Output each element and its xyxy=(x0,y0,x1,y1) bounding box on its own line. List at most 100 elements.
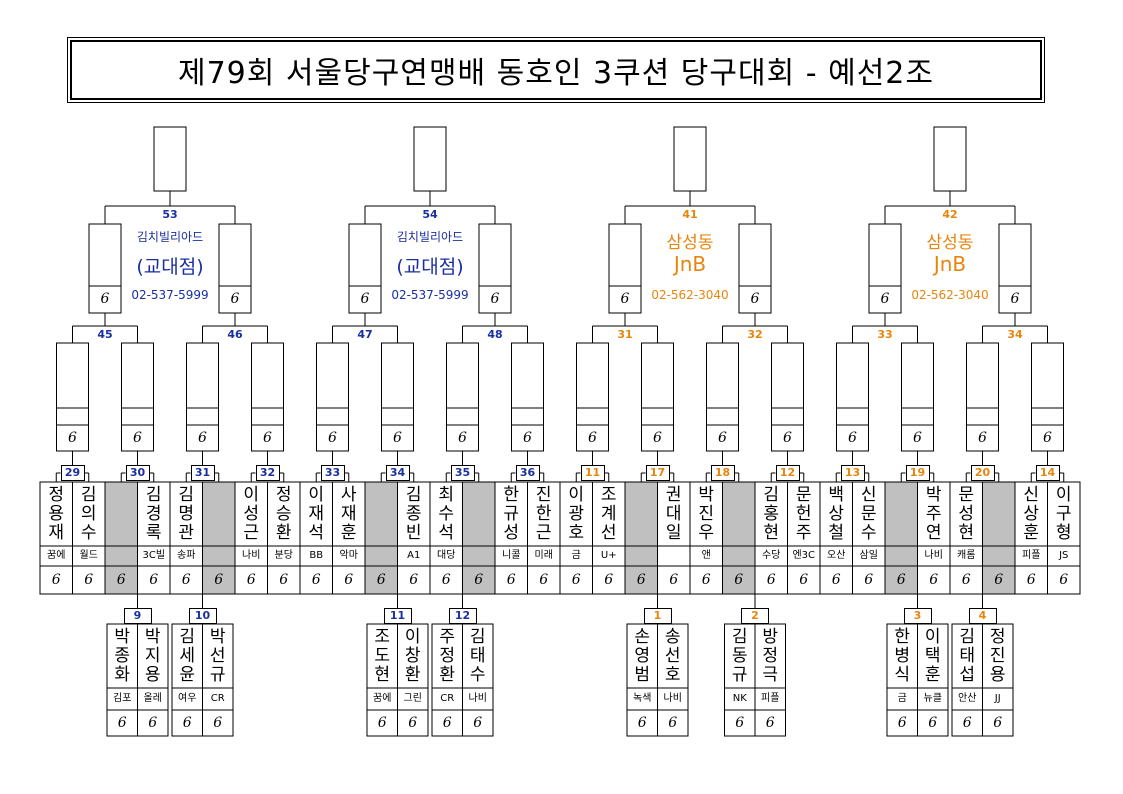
score-mark: 6 xyxy=(490,291,500,307)
club-label: 분당 xyxy=(274,550,293,561)
match-number: 12 xyxy=(775,465,800,481)
name-char: 대 xyxy=(665,503,682,524)
score-mark: 6 xyxy=(701,572,711,588)
score-mark: 6 xyxy=(897,715,907,731)
match-number: 54 xyxy=(422,208,438,221)
name-char: 용 xyxy=(48,503,65,524)
match-number: 33 xyxy=(320,465,345,481)
score-cell xyxy=(332,565,366,595)
name-char: 김 xyxy=(145,484,162,505)
match-number: 3 xyxy=(903,608,932,624)
name-char: 상 xyxy=(828,503,845,524)
score-mark: 6 xyxy=(311,572,321,588)
name-char: 호 xyxy=(568,522,585,543)
name-char: 근 xyxy=(535,522,552,543)
score-mark: 6 xyxy=(51,572,61,588)
name-char: 극 xyxy=(762,664,779,685)
player-cell xyxy=(689,481,723,547)
club-label: BB xyxy=(309,550,324,561)
club-label: 뉴클 xyxy=(923,693,942,704)
score-cell xyxy=(949,565,983,595)
club-label xyxy=(885,547,918,565)
club-label: 나비 xyxy=(468,693,487,704)
name-char: 조 xyxy=(600,484,617,505)
name-char: 환 xyxy=(404,664,421,685)
score-mark: 6 xyxy=(116,572,126,588)
score-cell xyxy=(364,565,398,595)
name-char: 종 xyxy=(114,645,131,666)
club-label: NK xyxy=(732,693,747,704)
venue-phone: 02-537-5999 xyxy=(391,288,469,302)
match-box xyxy=(511,342,544,452)
match-number: 48 xyxy=(487,328,503,341)
score-mark: 6 xyxy=(474,572,484,588)
match-box xyxy=(56,342,89,452)
score-mark: 6 xyxy=(896,572,906,588)
player-cell xyxy=(819,481,853,547)
name-char: 우 xyxy=(698,522,715,543)
score-cell xyxy=(689,565,723,595)
club-label: 니콜 xyxy=(502,550,521,561)
score-mark: 6 xyxy=(637,715,647,731)
name-char: 관 xyxy=(178,522,195,543)
venue-phone: 02-562-3040 xyxy=(911,288,989,302)
club-label: U+ xyxy=(600,550,617,561)
name-char: 연 xyxy=(925,522,942,543)
club-label: 김포 xyxy=(113,693,132,704)
score-cell xyxy=(429,565,463,595)
name-char: 영 xyxy=(634,645,651,666)
match-number: 1 xyxy=(643,608,672,624)
name-char: 정 xyxy=(48,484,65,505)
match-number: 14 xyxy=(1035,465,1060,481)
player-cell xyxy=(1047,481,1081,547)
name-char: 훈 xyxy=(340,522,357,543)
name-char: 신 xyxy=(1023,484,1040,505)
name-char: 식 xyxy=(894,664,911,685)
player-cell xyxy=(137,481,171,547)
match-number: 18 xyxy=(710,465,735,481)
match-box xyxy=(641,342,674,452)
match-box xyxy=(576,342,609,452)
name-char: 정 xyxy=(762,645,779,666)
club-label: CR xyxy=(210,693,225,704)
name-char: 도 xyxy=(374,645,391,666)
score-mark: 6 xyxy=(588,430,597,446)
score-mark: 6 xyxy=(1010,291,1020,307)
score-mark: 6 xyxy=(246,572,256,588)
name-char: 태 xyxy=(469,645,486,666)
score-mark: 6 xyxy=(783,430,792,446)
name-char: 현 xyxy=(763,522,780,543)
name-char: 환 xyxy=(439,664,456,685)
match-number: 4 xyxy=(968,608,997,624)
name-char: 최 xyxy=(438,484,455,505)
name-char: 록 xyxy=(145,522,162,543)
name-char: 김 xyxy=(469,626,486,647)
score-cell xyxy=(722,565,756,595)
final-box xyxy=(933,126,967,192)
player-cell xyxy=(397,481,431,547)
score-cell xyxy=(787,565,821,595)
score-cell xyxy=(1047,565,1081,595)
name-char: 수 xyxy=(80,522,97,543)
venue-phone: 02-562-3040 xyxy=(651,288,729,302)
score-mark: 6 xyxy=(148,715,158,731)
match-box xyxy=(348,223,382,314)
name-char: 백 xyxy=(828,484,845,505)
score-cell xyxy=(137,565,171,595)
score-mark: 6 xyxy=(864,572,874,588)
name-char: 석 xyxy=(308,522,325,543)
name-char: 창 xyxy=(404,645,421,666)
name-char: 철 xyxy=(828,522,845,543)
score-mark: 6 xyxy=(669,572,679,588)
